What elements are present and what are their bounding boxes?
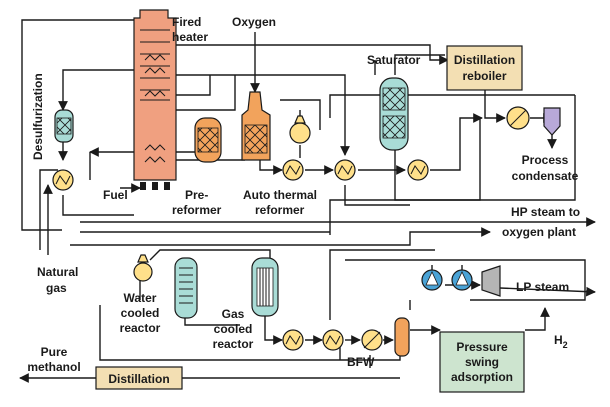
distillation-label: Distillation [108,372,169,386]
process-condensate-label-2: condensate [512,169,579,183]
heat-exchanger-atr-2 [334,159,356,181]
heat-exchanger-desulf [52,169,74,191]
separator-drum [394,317,410,357]
distillation-reboiler-label-2: reboiler [462,69,506,83]
flow-lines [19,19,596,383]
lp-steam-label: LP steam [516,280,569,294]
heat-exchanger-reboiler [506,106,530,130]
atr-label-1: Auto thermal [243,188,317,202]
heat-exchangers [52,106,530,351]
saturator-vessel [379,77,409,151]
hp-steam-label-2: oxygen plant [502,225,576,239]
process-condensate-filter [543,107,561,136]
pre-reformer-vessel [194,117,222,163]
natural-gas-label-2: gas [46,281,67,295]
gas-cooled-reactor [251,257,279,317]
psa-label-2: swing [465,355,499,369]
hp-steam-label-1: HP steam to [511,205,580,219]
pump-2[interactable] [451,269,473,291]
bfw-label: BFW [347,355,375,369]
distillation-reboiler-label-1: Distillation [454,53,515,67]
h2-subscript: 2 [563,340,568,350]
saturator-label: Saturator [367,53,421,67]
compressor[interactable] [481,265,501,297]
pressure-swing-adsorption-box: Pressure swing adsorption [439,331,525,393]
process-condensate-label-1: Process [522,153,569,167]
oxygen-heater [289,115,311,144]
pre-reformer-label-1: Pre- [185,188,208,202]
labels: Fired heater Oxygen Saturator Desulfuriz… [27,15,580,374]
psa-label-1: Pressure [456,340,508,354]
heat-exchanger-loop-1 [282,329,304,351]
fired-heater-label-1: Fired [172,15,201,29]
distillation-box: Distillation [95,366,183,390]
pre-reformer-label-2: reformer [172,203,222,217]
h2-label: H2 [554,333,568,350]
atr-label-2: reformer [255,203,305,217]
natural-gas-label-1: Natural [37,265,78,279]
distillation-reboiler-box: Distillation reboiler [446,45,523,91]
pure-methanol-label-2: methanol [27,360,80,374]
water-cooled-reactor-label-2: cooled [121,306,160,320]
desulfurization-vessel [54,109,74,143]
gas-cooled-reactor-label-1: Gas [222,307,245,321]
psa-label-3: adsorption [451,370,513,384]
gas-cooled-reactor-label-2: cooled [214,322,253,336]
heat-exchanger-loop-2 [322,329,344,351]
desulfurization-label: Desulfurization [31,73,45,160]
auto-thermal-reformer [241,91,271,161]
oxygen-label: Oxygen [232,15,276,29]
heat-exchanger-loop-3 [361,329,383,351]
water-cooled-reactor [133,254,198,319]
pure-methanol-label-1: Pure [41,345,68,359]
heat-exchanger-saturator [407,159,429,181]
fired-heater-label-2: heater [172,30,208,44]
heat-exchanger-atr-1 [282,159,304,181]
gas-cooled-reactor-label-3: reactor [213,337,254,351]
fired-heater [133,9,177,190]
h2-letter: H [554,333,563,347]
water-cooled-reactor-label-1: Water [124,291,157,305]
water-cooled-reactor-label-3: reactor [120,321,161,335]
pump-1[interactable] [421,269,443,291]
fuel-label: Fuel [103,188,128,202]
